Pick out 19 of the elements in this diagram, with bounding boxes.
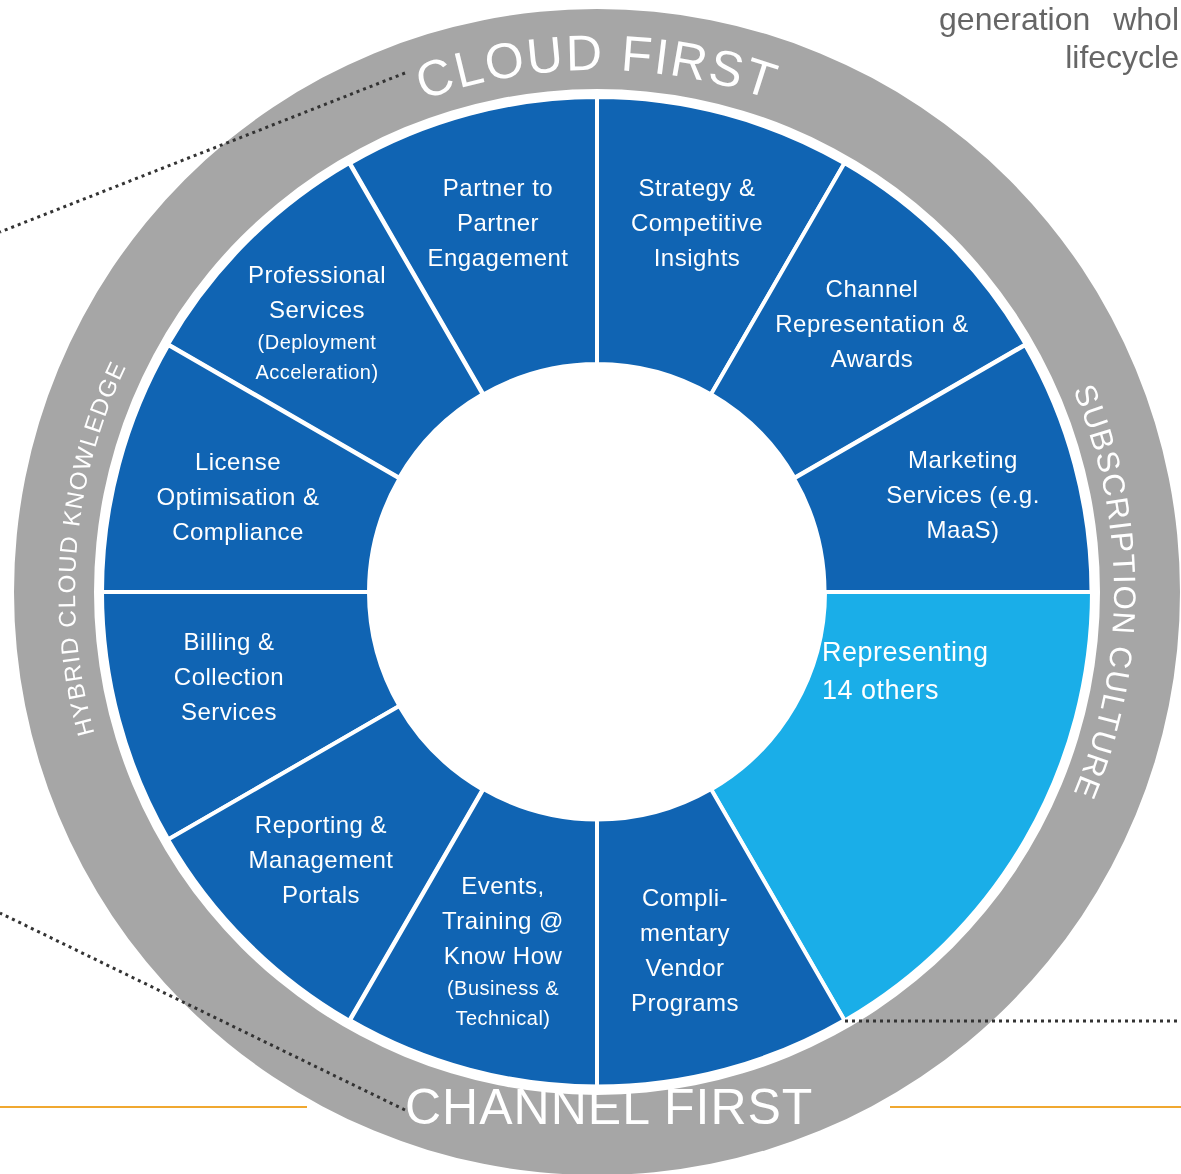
leader-line bbox=[0, 911, 406, 1112]
segment-label: 14 others bbox=[822, 674, 941, 707]
segment-label: Reporting & Management Portals bbox=[247, 809, 395, 910]
caption-text: lifecycle bbox=[1065, 40, 1179, 76]
segment-label: (Deployment Acceleration) bbox=[254, 330, 380, 385]
segment-label: Channel Representation & Awards bbox=[774, 273, 970, 374]
segment-label: Professional Services bbox=[246, 260, 387, 325]
leader-line bbox=[0, 71, 406, 234]
segment-label: Partner to Partner Engagement bbox=[426, 172, 570, 273]
segment-label: Events, Training @ Know How bbox=[441, 870, 565, 971]
caption-text: generation whol bbox=[939, 2, 1179, 38]
segment-label: Compli- mentary Vendor Programs bbox=[630, 883, 740, 1018]
segment-label: License Optimisation & Compliance bbox=[155, 446, 321, 547]
segment-label: (Business & Technical) bbox=[445, 975, 561, 1031]
segment-label: Strategy & Competitive Insights bbox=[629, 172, 765, 273]
segment-label: Marketing Services (e.g. MaaS) bbox=[885, 444, 1041, 545]
segment-label: Billing & Collection Services bbox=[172, 626, 286, 727]
segment-label: Representing bbox=[822, 636, 990, 669]
ring-title: CLOUD FIRST bbox=[409, 24, 786, 111]
